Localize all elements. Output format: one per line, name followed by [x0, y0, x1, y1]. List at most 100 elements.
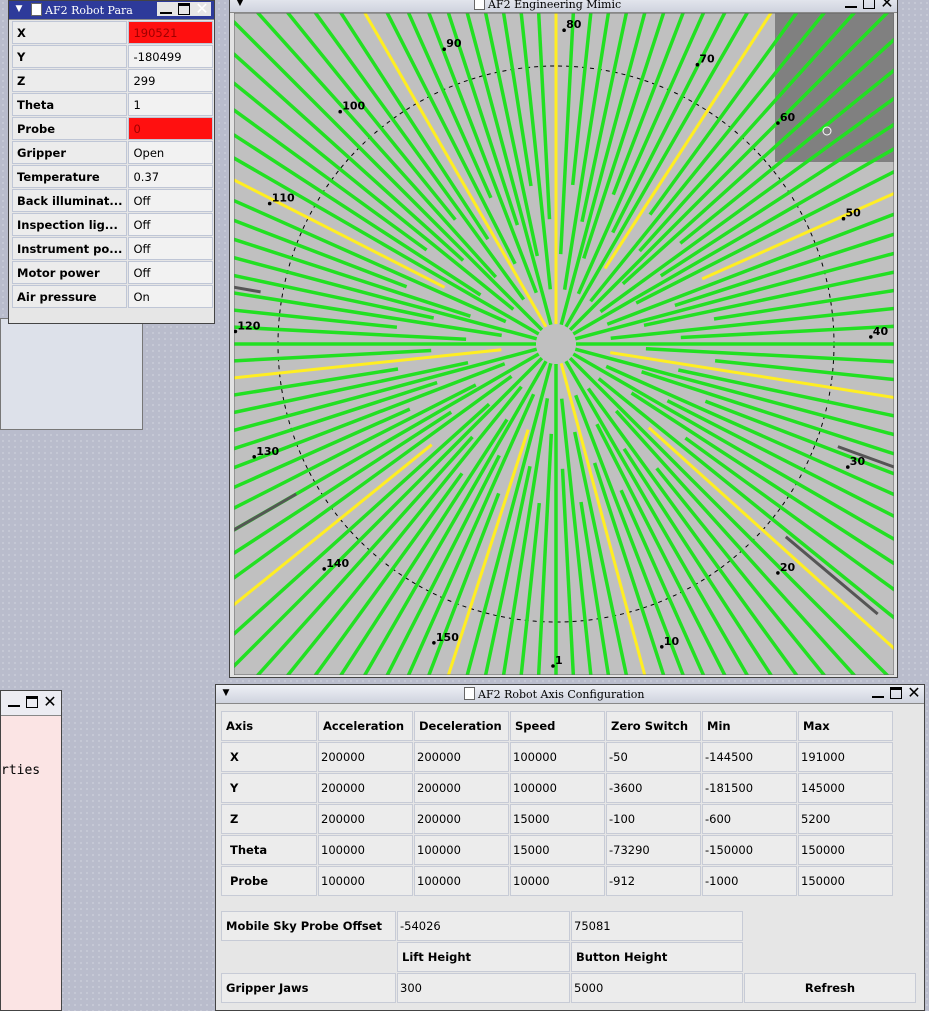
axis-value-cell[interactable]: 5200: [798, 804, 893, 834]
axis-value-cell[interactable]: -912: [606, 866, 701, 896]
column-header[interactable]: Speed: [510, 711, 605, 741]
probe-spoke: [234, 218, 408, 289]
probe-spoke: [666, 399, 894, 519]
column-header[interactable]: Max: [798, 711, 893, 741]
axis-value-cell[interactable]: -100: [606, 804, 701, 834]
label-dot: [252, 455, 256, 459]
axis-value-cell[interactable]: 10000: [510, 866, 605, 896]
gripper-jaws-label: Gripper Jaws: [221, 973, 396, 1003]
minimize-icon[interactable]: [159, 2, 173, 16]
refresh-button[interactable]: Refresh: [744, 973, 916, 1003]
axis-value-cell[interactable]: 100000: [318, 866, 413, 896]
probe-spoke: [572, 146, 894, 336]
params-window-titlebar[interactable]: ▼ AF2 Robot Para ✕: [9, 1, 214, 20]
close-icon[interactable]: ✕: [880, 0, 894, 12]
axis-value-cell[interactable]: -150000: [702, 835, 797, 865]
window-menu-icon[interactable]: ▼: [222, 688, 230, 698]
param-value[interactable]: 0: [128, 117, 213, 140]
axis-value-cell[interactable]: 100000: [414, 835, 509, 865]
axis-value-cell[interactable]: -3600: [606, 773, 701, 803]
axis-value-cell[interactable]: 100000: [510, 773, 605, 803]
probe-spoke: [572, 431, 629, 675]
position-label: 60: [780, 111, 796, 124]
param-key: Motor power: [12, 261, 128, 284]
axis-value-cell[interactable]: -600: [702, 804, 797, 834]
probe-spoke: [579, 501, 611, 675]
param-value[interactable]: Off: [128, 261, 213, 284]
probe-spoke: [234, 132, 482, 297]
minimize-icon[interactable]: [844, 0, 858, 10]
maximize-icon[interactable]: [889, 686, 903, 700]
label-dot: [776, 121, 780, 125]
axis-value-cell[interactable]: 200000: [414, 742, 509, 772]
column-header[interactable]: Min: [702, 711, 797, 741]
probe-spoke: [234, 291, 502, 338]
close-icon[interactable]: ✕: [195, 0, 209, 18]
probe-spoke: [234, 362, 506, 470]
param-key: Instrument po...: [12, 237, 128, 260]
axis-value-cell[interactable]: 100000: [414, 866, 509, 896]
axis-value-cell[interactable]: 200000: [318, 773, 413, 803]
axis-value-cell[interactable]: 150000: [798, 835, 893, 865]
column-header[interactable]: Deceleration: [414, 711, 509, 741]
axis-value-cell[interactable]: 191000: [798, 742, 893, 772]
probe-spoke: [234, 273, 435, 320]
probe-spoke: [560, 468, 576, 675]
probe-spoke: [614, 409, 857, 675]
axis-value-cell[interactable]: -73290: [606, 835, 701, 865]
highlight-spoke: [234, 348, 502, 380]
param-value[interactable]: 190521: [128, 21, 213, 44]
maximize-icon[interactable]: [862, 0, 876, 10]
param-value[interactable]: On: [128, 285, 213, 308]
probe-spoke: [659, 122, 894, 278]
column-header[interactable]: Axis: [221, 711, 317, 741]
param-value[interactable]: Off: [128, 237, 213, 260]
column-header[interactable]: Zero Switch: [606, 711, 701, 741]
label-dot: [322, 567, 326, 571]
param-value[interactable]: -180499: [128, 45, 213, 68]
axis-value-cell[interactable]: 15000: [510, 835, 605, 865]
mimic-window-titlebar[interactable]: ▼ AF2 Engineering Mimic ✕: [230, 0, 897, 13]
maximize-icon[interactable]: [177, 2, 191, 16]
column-header[interactable]: Acceleration: [318, 711, 413, 741]
probe-offset-y-field[interactable]: 75081: [571, 911, 743, 941]
param-value[interactable]: 1: [128, 93, 213, 116]
param-value[interactable]: Off: [128, 213, 213, 236]
axis-value-cell[interactable]: 200000: [318, 804, 413, 834]
close-icon[interactable]: ✕: [907, 683, 921, 702]
param-value[interactable]: 0.37: [128, 165, 213, 188]
lift-height-field[interactable]: 300: [397, 973, 570, 1003]
param-value[interactable]: Off: [128, 189, 213, 212]
close-icon[interactable]: ✕: [43, 692, 57, 711]
probe-offset-x-field[interactable]: -54026: [397, 911, 570, 941]
axis-value-cell[interactable]: 200000: [414, 773, 509, 803]
maximize-icon[interactable]: [25, 695, 39, 709]
position-label: 40: [873, 325, 889, 338]
param-value[interactable]: Open: [128, 141, 213, 164]
axis-value-cell[interactable]: 100000: [318, 835, 413, 865]
axis-value-cell[interactable]: 200000: [414, 804, 509, 834]
axis-value-cell[interactable]: -181500: [702, 773, 797, 803]
axis-value-cell[interactable]: 15000: [510, 804, 605, 834]
probe-spoke: [483, 13, 540, 257]
minimize-icon[interactable]: [7, 695, 21, 709]
axis-name: Probe: [221, 866, 317, 896]
window-menu-icon[interactable]: ▼: [236, 0, 244, 8]
highlight-spoke: [446, 429, 530, 675]
axis-window-titlebar[interactable]: ▼ AF2 Robot Axis Configuration ✕: [216, 685, 924, 704]
axis-value-cell[interactable]: 200000: [318, 742, 413, 772]
minimize-icon[interactable]: [871, 686, 885, 700]
document-icon: [464, 687, 475, 700]
axis-value-cell[interactable]: -144500: [702, 742, 797, 772]
axis-value-cell[interactable]: 150000: [798, 866, 893, 896]
axis-value-cell[interactable]: -50: [606, 742, 701, 772]
axis-value-cell[interactable]: 100000: [510, 742, 605, 772]
button-height-field[interactable]: 5000: [571, 973, 743, 1003]
param-value[interactable]: 299: [128, 69, 213, 92]
axis-value-cell[interactable]: 145000: [798, 773, 893, 803]
window-menu-icon[interactable]: ▼: [15, 4, 23, 14]
probe-spoke: [234, 374, 513, 581]
axis-value-cell[interactable]: -1000: [702, 866, 797, 896]
